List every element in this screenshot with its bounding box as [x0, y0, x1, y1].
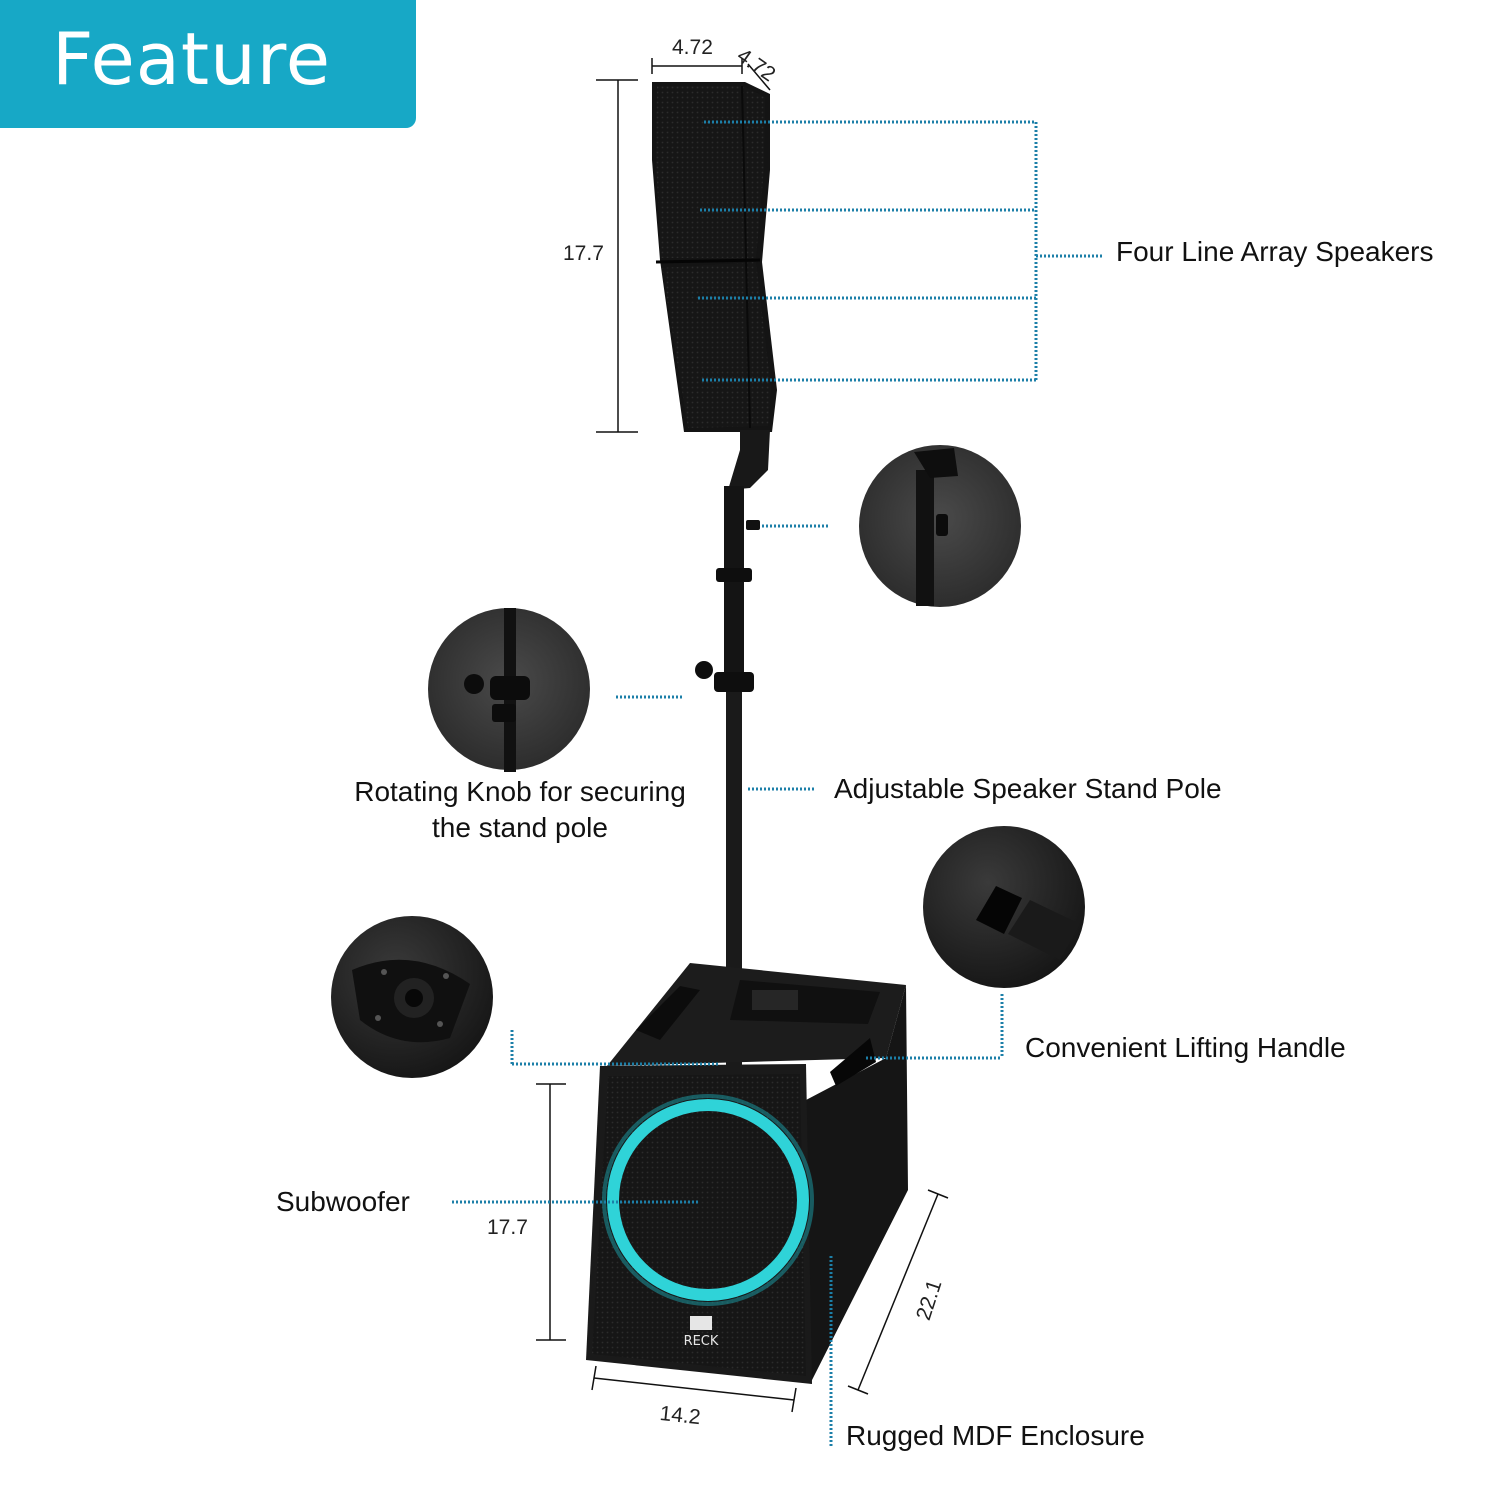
- sub-width-dimension: 14.2: [658, 1402, 702, 1430]
- banner-title: Feature: [52, 17, 332, 101]
- feature-banner: Feature: [0, 0, 416, 128]
- knob-label-line-1: Rotating Knob for securing: [354, 776, 686, 807]
- enclosure-label: Rugged MDF Enclosure: [846, 1420, 1145, 1451]
- brand-logo-text: RECK: [684, 1334, 719, 1349]
- stand-pole-label: Adjustable Speaker Stand Pole: [834, 773, 1222, 804]
- line-array-label: Four Line Array Speakers: [1116, 236, 1434, 267]
- dimension-lines: [536, 58, 949, 1413]
- knob-closeup-image: [428, 608, 590, 772]
- pole-mount-closeup-image: [859, 445, 1021, 607]
- line-array-speaker-image: [652, 82, 777, 490]
- leader-lines: [452, 120, 1104, 1446]
- knob-label-line-2: the stand pole: [432, 812, 608, 843]
- handle-closeup-image: [923, 826, 1085, 988]
- subwoofer-label: Subwoofer: [276, 1186, 410, 1217]
- socket-closeup-image: [331, 916, 493, 1078]
- subwoofer-image: RECK: [586, 963, 908, 1384]
- top-height-dimension: 17.7: [563, 242, 604, 265]
- knob-label: Rotating Knob for securing the stand pol…: [340, 774, 700, 846]
- top-width-dimension: 4.72: [672, 36, 713, 59]
- lifting-handle-label: Convenient Lifting Handle: [1025, 1032, 1346, 1063]
- sub-height-dimension: 17.7: [487, 1216, 528, 1239]
